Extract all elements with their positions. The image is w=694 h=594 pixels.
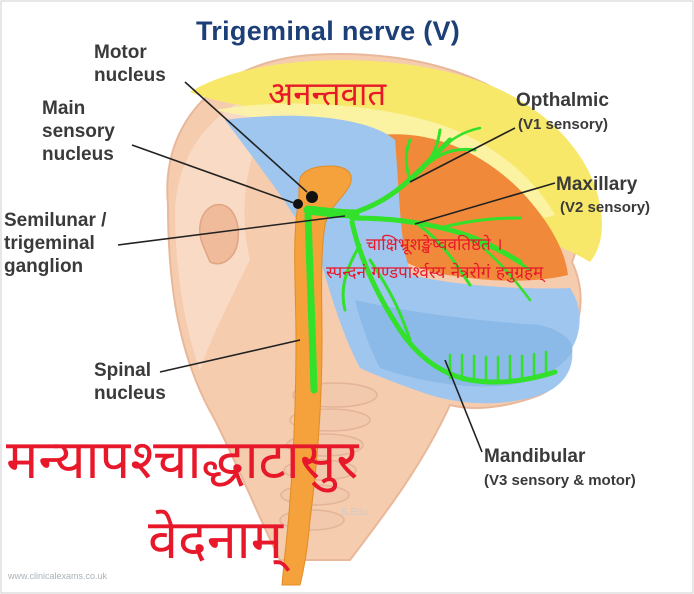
annotation-neck-pain-line-2: वेदनाम् (148, 508, 283, 571)
annotation-verse-line-2: स्पन्दनं गण्डपार्श्वस्य नेत्ररोगं हनुग्र… (326, 263, 544, 283)
label-main-sensory-nucleus: Main sensory nucleus (42, 98, 115, 165)
label-semilunar-ganglion: Semilunar / trigeminal ganglion (4, 210, 107, 277)
leader-lines (117, 81, 556, 453)
annotation-anantavata: अनन्तवात (268, 74, 387, 113)
label-motor-nucleus: Motor nucleus (94, 42, 166, 86)
label-mandibular-sub: (V3 sensory & motor) (484, 472, 636, 489)
annotation-neck-pain-line-1: मन्यापश्चाद्धाटासुर (6, 428, 359, 491)
nerve-pathway (303, 126, 558, 394)
label-maxillary-sub: (V2 sensory) (560, 199, 651, 216)
motor-nucleus-dot (306, 191, 318, 203)
annotation-verse-line-1: चाक्षिभ्रूशङ्खेष्ववतिष्ठते । (366, 235, 503, 255)
label-opthalmic: Opthalmic (516, 90, 609, 111)
watermark: S.Edu (341, 507, 369, 518)
label-opthalmic-sub: (V1 sensory) (518, 116, 609, 133)
label-maxillary: Maxillary (556, 174, 638, 195)
jaw-zone (355, 300, 573, 387)
label-spinal-nucleus: Spinal nucleus (94, 360, 166, 404)
main-sensory-nucleus-dot (293, 199, 303, 209)
label-mandibular: Mandibular (484, 446, 586, 467)
ear (199, 204, 240, 265)
source-credit: www.clinicalexams.co.uk (8, 571, 108, 581)
diagram-title: Trigeminal nerve (V) (196, 16, 461, 46)
teeth-branches (448, 350, 548, 384)
